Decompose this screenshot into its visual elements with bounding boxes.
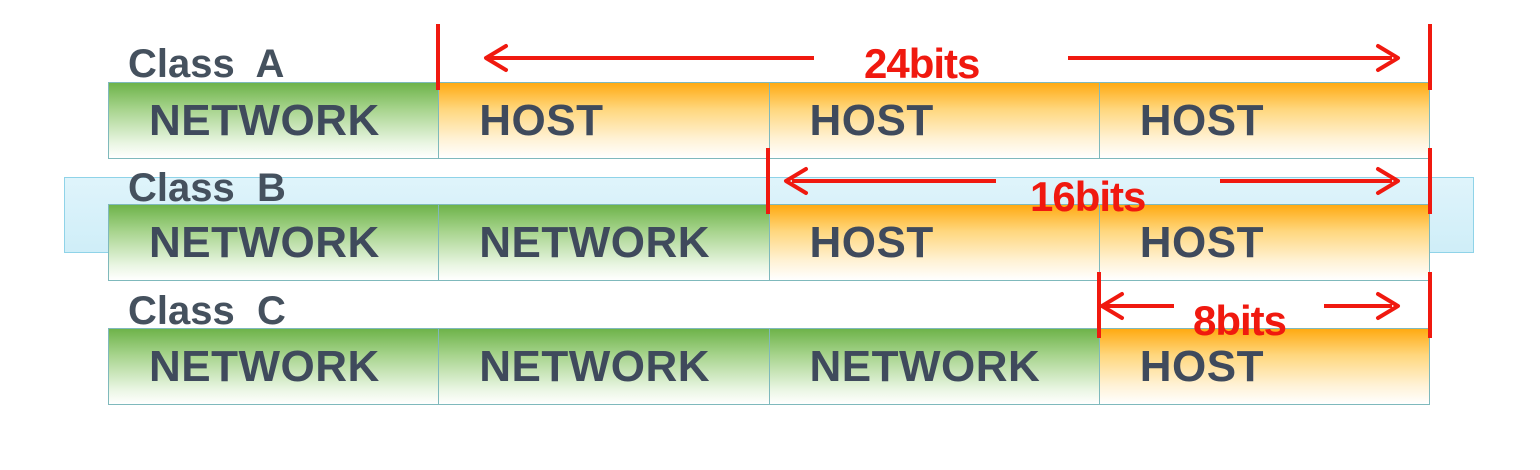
class-c-octet-1: NETWORK <box>108 328 440 405</box>
class-b-host-bits-label: 16bits <box>1030 173 1146 220</box>
class-b-row: NETWORK NETWORK HOST HOST <box>108 204 1430 281</box>
class-a-octet-1: NETWORK <box>108 82 440 159</box>
class-a-label: Class A <box>128 42 285 86</box>
class-a-host-bits-label: 24bits <box>864 40 980 87</box>
class-b-arrowhead-left <box>784 167 808 195</box>
class-c-octet-4: HOST <box>1099 328 1430 405</box>
class-c-row: NETWORK NETWORK NETWORK HOST <box>108 328 1430 405</box>
class-a-arrowhead-right <box>1376 44 1400 72</box>
class-b-octet-2: NETWORK <box>439 204 770 281</box>
class-a-octet-2: HOST <box>439 82 770 159</box>
class-b-label: Class B <box>128 166 286 210</box>
class-a-row: NETWORK HOST HOST HOST <box>108 82 1430 159</box>
class-c-arrowhead-right <box>1376 292 1400 320</box>
class-b-octet-1: NETWORK <box>108 204 440 281</box>
class-b-octet-4: HOST <box>1099 204 1430 281</box>
class-c-octet-3: NETWORK <box>769 328 1100 405</box>
class-b-arrowhead-right <box>1376 167 1400 195</box>
class-b-octet-3: HOST <box>769 204 1100 281</box>
class-a-octet-3: HOST <box>769 82 1100 159</box>
class-c-arrowhead-left <box>1100 292 1124 320</box>
class-a-octet-4: HOST <box>1099 82 1430 159</box>
class-c-label: Class C <box>128 289 286 333</box>
class-a-arrowhead-left <box>484 44 508 72</box>
class-c-octet-2: NETWORK <box>439 328 770 405</box>
class-c-host-bits-label: 8bits <box>1193 297 1287 344</box>
